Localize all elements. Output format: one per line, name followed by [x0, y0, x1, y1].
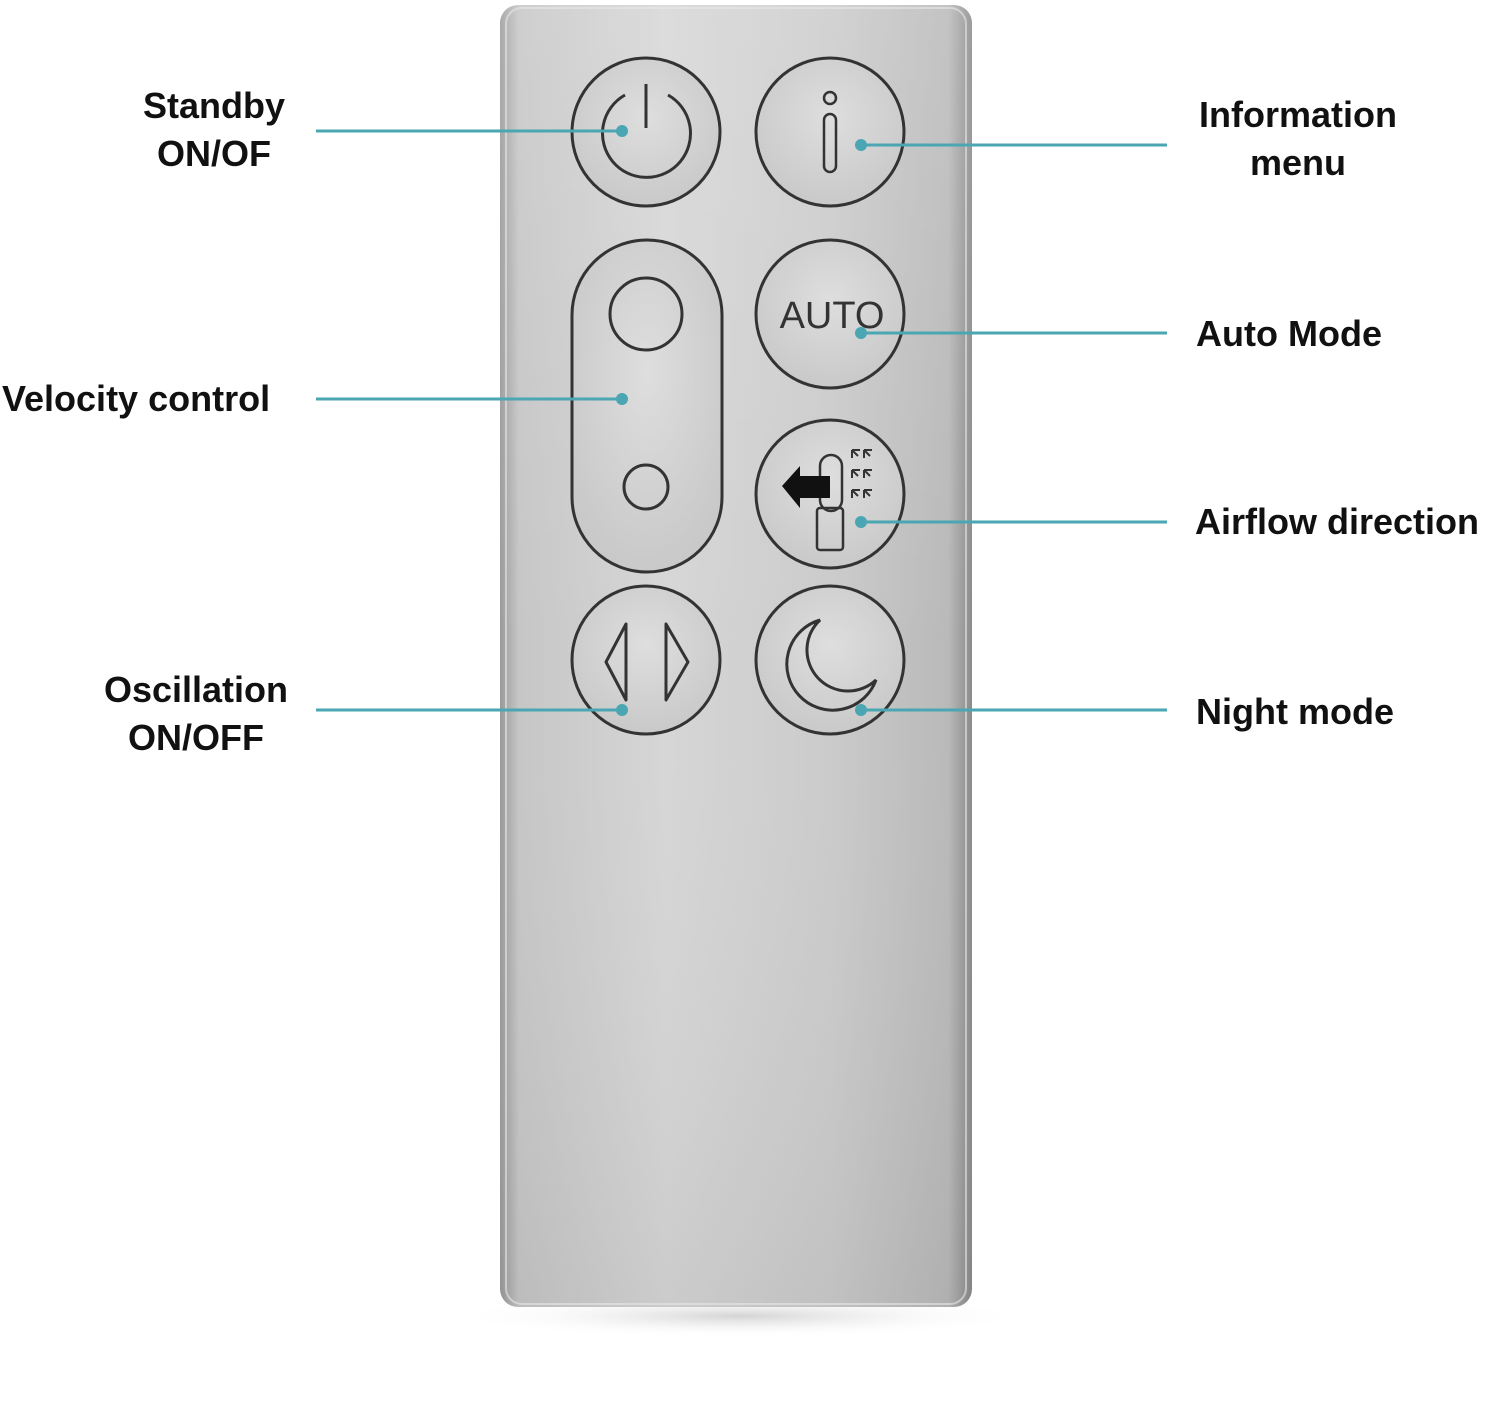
label-standby-line1: Standby: [142, 85, 285, 126]
info-icon: [822, 90, 838, 174]
airflow-direction-icon: [782, 449, 872, 552]
oscillation-icon: [604, 622, 690, 702]
power-icon: [601, 84, 692, 179]
label-auto-line1: Auto Mode: [1196, 313, 1382, 354]
label-night: Night mode: [1196, 688, 1394, 736]
label-oscillation: Oscillation ON/OFF: [84, 666, 308, 762]
label-airflow: Airflow direction: [1195, 498, 1479, 546]
airflow-direction-button[interactable]: [754, 418, 906, 570]
label-information-line1: Information: [1199, 94, 1397, 135]
label-airflow-line1: Airflow direction: [1195, 501, 1480, 542]
label-standby: Standby ON/OF: [114, 82, 314, 178]
label-information: Information menu: [1176, 91, 1420, 187]
label-night-line1: Night mode: [1196, 691, 1394, 732]
label-velocity: Velocity control: [2, 375, 270, 423]
moon-icon: [785, 618, 878, 712]
label-oscillation-line1: Oscillation: [103, 669, 289, 710]
label-information-line2: menu: [1249, 142, 1346, 183]
label-standby-line2: ON/OF: [157, 133, 271, 174]
auto-mode-button[interactable]: AUTO: [754, 238, 906, 390]
speed-down-icon: [622, 463, 670, 511]
oscillation-button[interactable]: [570, 584, 722, 736]
speed-up-icon: [608, 276, 684, 352]
standby-button[interactable]: [570, 56, 722, 208]
night-mode-button[interactable]: [754, 584, 906, 736]
label-oscillation-line2: ON/OFF: [128, 717, 264, 758]
label-velocity-line1: Velocity control: [2, 378, 271, 419]
leader-lines: [316, 125, 1167, 716]
auto-button-text: AUTO: [780, 295, 885, 337]
label-auto: Auto Mode: [1196, 310, 1382, 358]
information-button[interactable]: [754, 56, 906, 208]
velocity-control-button[interactable]: [570, 238, 724, 574]
